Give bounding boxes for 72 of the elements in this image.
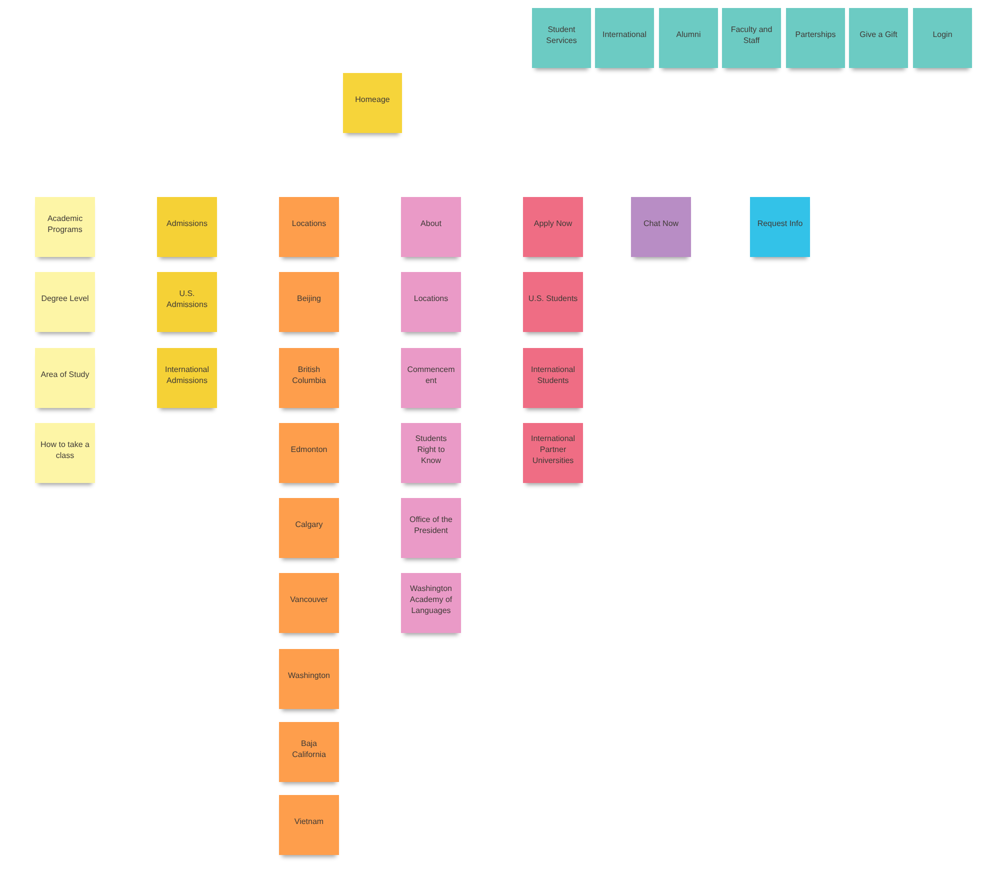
sticky-note	[279, 795, 339, 855]
sticky-note	[35, 348, 95, 408]
note-label: Academic Programs	[46, 214, 84, 236]
note-label: Request Info	[757, 219, 803, 230]
sticky-note	[786, 8, 845, 68]
note-label: About	[420, 219, 442, 230]
sticky-note	[401, 573, 461, 633]
note-label: Beijing	[296, 294, 321, 305]
sticky-note	[279, 649, 339, 709]
note-label: Alumni	[676, 30, 701, 41]
note-label: Baja California	[291, 738, 327, 760]
sticky-note	[157, 348, 217, 408]
sticky-note	[523, 272, 583, 332]
sticky-note	[401, 498, 461, 558]
note-label: British Columbia	[291, 364, 327, 386]
note-label: Washington	[288, 671, 330, 682]
sticky-note	[401, 348, 461, 408]
note-label: U.S. Admissions	[166, 288, 208, 310]
sticky-note	[279, 722, 339, 782]
sticky-note	[401, 423, 461, 483]
sticky-note	[631, 197, 691, 257]
sticky-note	[35, 197, 95, 257]
note-label: Edmonton	[290, 445, 328, 456]
sticky-note	[532, 8, 591, 68]
sticky-note	[157, 197, 217, 257]
note-label: International	[602, 30, 647, 41]
note-label: International Students	[530, 364, 576, 386]
note-label: Area of Study	[40, 370, 90, 381]
sticky-note	[523, 423, 583, 483]
sticky-note	[279, 423, 339, 483]
note-label: Commencement	[406, 364, 456, 386]
note-label: Parterships	[795, 30, 836, 41]
sticky-note	[849, 8, 908, 68]
note-label: Students Right to Know	[414, 434, 448, 467]
note-label: Faculty and Staff	[730, 24, 774, 46]
sticky-note	[401, 197, 461, 257]
note-label: Give a Gift	[860, 30, 898, 41]
note-label: Office of the President	[408, 514, 454, 536]
note-label: Degree Level	[41, 294, 89, 305]
note-label: Washington Academy of Languages	[408, 584, 454, 617]
sticky-note	[523, 197, 583, 257]
note-label: Homeage	[355, 95, 390, 106]
note-label: Admissions	[166, 219, 208, 230]
sticky-note	[595, 8, 654, 68]
sticky-note	[343, 73, 402, 133]
note-label: Student Services	[545, 24, 578, 46]
sticky-note	[913, 8, 972, 68]
sticky-note	[659, 8, 718, 68]
note-label: Chat Now	[643, 219, 679, 230]
sticky-note	[750, 197, 810, 257]
note-label: Apply Now	[534, 219, 572, 230]
note-label: Login	[932, 30, 952, 41]
sticky-note	[523, 348, 583, 408]
sticky-note	[157, 272, 217, 332]
note-label: Vancouver	[290, 595, 328, 606]
note-label: Locations	[414, 294, 448, 305]
sticky-note	[279, 197, 339, 257]
sticky-note	[35, 423, 95, 483]
sticky-note	[279, 498, 339, 558]
sticky-note	[279, 272, 339, 332]
note-label: International Admissions	[164, 364, 210, 386]
sticky-note	[279, 348, 339, 408]
sticky-note	[279, 573, 339, 633]
sticky-note	[722, 8, 781, 68]
sticky-note	[35, 272, 95, 332]
note-label: Vietnam	[294, 817, 324, 828]
note-label: International Partner Universities	[530, 434, 576, 467]
sticky-note	[401, 272, 461, 332]
note-label: Locations	[292, 219, 326, 230]
note-label: How to take a class	[40, 440, 90, 462]
note-label: Calgary	[295, 520, 323, 531]
note-label: U.S. Students	[528, 294, 578, 305]
